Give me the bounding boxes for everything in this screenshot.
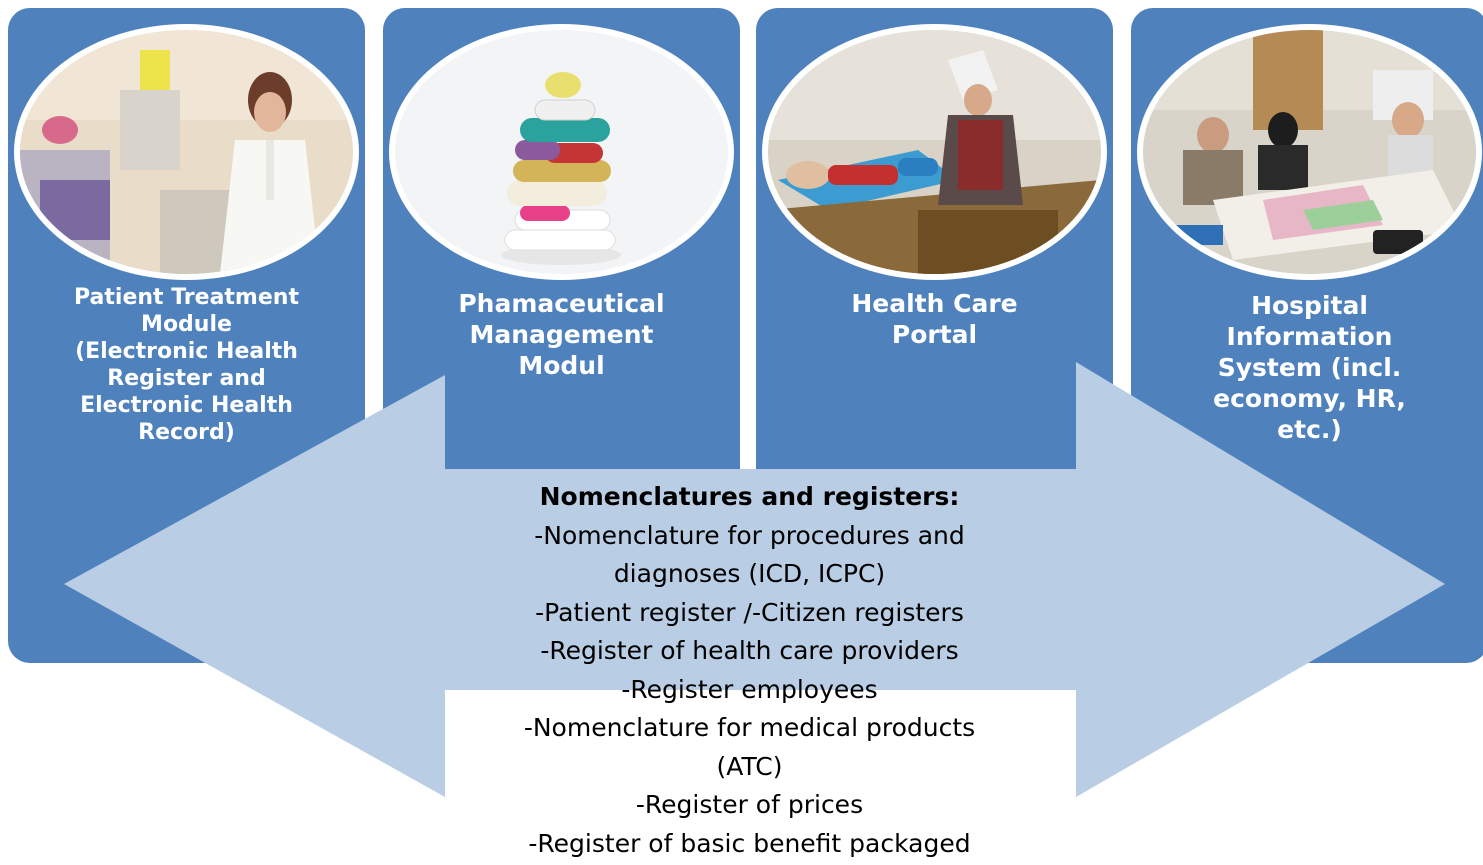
card-patient-treatment: Patient Treatment Module (Electronic Hea… xyxy=(8,8,365,663)
registers-text-block: Nomenclatures and registers: -Nomenclatu… xyxy=(440,478,1059,863)
card-label: Patient Treatment Module (Electronic Hea… xyxy=(74,285,299,445)
register-item: -Register of health care providers xyxy=(540,636,959,665)
register-item: -Nomenclature for medical products xyxy=(523,713,976,742)
stacked-pills-photo xyxy=(389,24,734,280)
register-item: (ATC) xyxy=(716,751,783,781)
card-label: Hospital Information System (incl. econo… xyxy=(1213,291,1406,444)
register-item: -Register of basic benefit packaged xyxy=(528,828,971,858)
register-item: -Register employees xyxy=(621,674,878,704)
office-team-meeting-photo xyxy=(1137,24,1482,280)
card-label: Health Care Portal xyxy=(851,289,1018,349)
register-item: -Nomenclature for procedures and xyxy=(534,520,965,550)
registers-heading: Nomenclatures and registers: xyxy=(539,482,960,511)
register-item: diagnoses (ICD, ICPC) xyxy=(613,559,886,588)
register-item: -Register of prices xyxy=(635,790,864,819)
patient-examination-photo xyxy=(762,24,1107,280)
register-item: -Patient register /-Citizen registers xyxy=(535,597,964,627)
card-label: Phamaceutical Management Modul xyxy=(458,289,665,380)
